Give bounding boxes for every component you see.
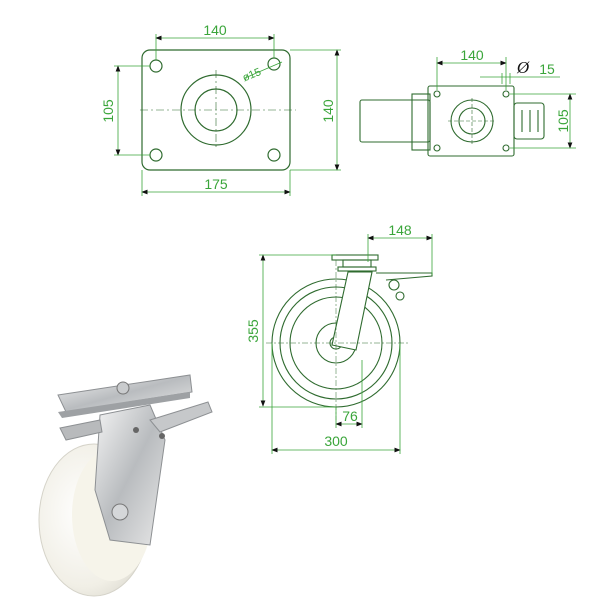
dim-hole-spacing-y: 105 [100,99,116,123]
front-wheel-dimensions [259,234,433,454]
dim-height: 355 [245,319,261,343]
dim-side-hole-spacing-y: 105 [555,109,571,133]
side-plate-dimensions [436,57,576,149]
axle [111,503,129,521]
wheel-body [359,99,431,143]
dim-plate-height: 140 [320,99,336,123]
top-plate-view [140,49,296,171]
diameter-symbol: Ø [516,58,530,77]
bolt-hole [267,148,281,162]
front-wheel-view [266,254,433,420]
top-plate [331,254,379,261]
dim-offset: 148 [388,222,412,238]
dim-hole-spacing-x: 140 [203,22,227,38]
side-plate-view [359,85,545,157]
bolt-hole [149,59,163,73]
dim-side-hole-spacing: 140 [460,47,484,63]
brake [513,102,545,140]
fork [331,271,373,351]
caster-photo [38,374,213,597]
dim-wheel-diameter: 300 [324,433,348,449]
dim-wheel-width: 76 [342,408,358,424]
bolt-hole [149,148,163,162]
dim-plate-width: 175 [204,176,228,192]
top-plate-dimensions [114,34,341,196]
plate [427,85,515,157]
dim-side-hole-diameter: 15 [539,61,555,77]
brake-lever [149,401,213,433]
dim-hole-diameter: ø15 [241,66,263,84]
